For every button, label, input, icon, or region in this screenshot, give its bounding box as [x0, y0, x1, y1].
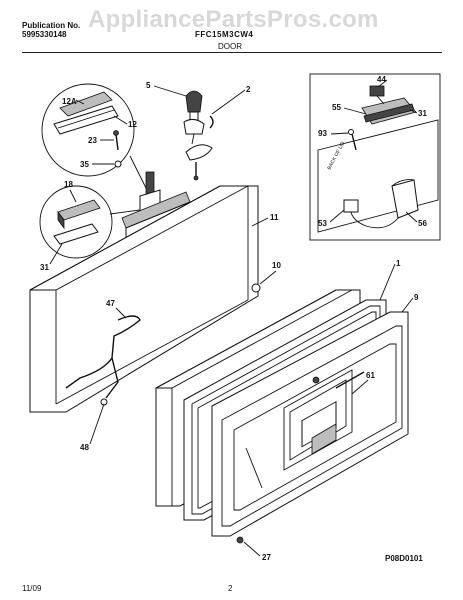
- liner-screw: [312, 376, 320, 384]
- liner-strip: [335, 371, 365, 389]
- hinge-clip: [209, 115, 214, 129]
- inset-frame: [309, 73, 441, 241]
- lid-stop: [57, 199, 101, 221]
- hinge-spring: [185, 144, 213, 161]
- hinge-cover-detail: 12A 12 23 35: [41, 83, 151, 197]
- callout-12: 12: [128, 120, 137, 129]
- detail-circle-upper: [41, 83, 135, 177]
- hinge-knob: [185, 90, 203, 113]
- heater-wire: [65, 315, 141, 389]
- callout-11: 11: [270, 213, 279, 222]
- detail-circle-lower: [39, 185, 113, 259]
- callout-93: 93: [318, 129, 327, 138]
- callout-5: 5: [146, 81, 151, 90]
- hinge-screw: [251, 283, 261, 293]
- lamp-lens: [311, 423, 337, 455]
- liner-recess: [283, 369, 353, 471]
- washer: [114, 160, 122, 168]
- callout-35: 35: [80, 160, 89, 169]
- callout-2: 2: [246, 85, 251, 94]
- callout-47: 47: [106, 299, 115, 308]
- lamp-bucket: [391, 179, 419, 219]
- gasket-pad: [53, 223, 99, 245]
- screw: [351, 133, 357, 151]
- callout-53: 53: [318, 219, 327, 228]
- callout-10: 10: [272, 261, 281, 270]
- section-title: DOOR: [218, 42, 242, 51]
- footer-page-number: 2: [228, 584, 233, 593]
- hinge-cover: [59, 91, 113, 117]
- model-number: FFC15M3CW4: [195, 30, 254, 39]
- lid-lock-inset: BACK OF LID 44 55 31 93 53 56: [309, 73, 441, 241]
- header-divider: [22, 52, 442, 53]
- callout-31: 31: [40, 263, 49, 272]
- hinge-pin: [115, 133, 119, 151]
- bottom-screw: [236, 536, 244, 544]
- lid-stop-detail: 18 31: [39, 180, 141, 272]
- callout-56: 56: [418, 219, 427, 228]
- watermark: AppliancePartsPros.com: [88, 6, 379, 33]
- callout-9: 9: [414, 293, 419, 302]
- inner-liner: 9 61 27: [211, 293, 419, 562]
- callout-44: 44: [377, 75, 386, 84]
- publication-label: Publication No.: [22, 21, 81, 30]
- back-of-lid-label: BACK OF LID: [326, 140, 346, 171]
- callout-1: 1: [396, 259, 401, 268]
- wire-harness: [349, 205, 399, 229]
- callout-18: 18: [64, 180, 73, 189]
- hinge-cover-plate: [53, 105, 119, 135]
- lid-outer-panel: 11 10 47 48: [29, 185, 281, 452]
- callout-27: 27: [262, 553, 271, 562]
- light-switch: [369, 85, 385, 97]
- diagram-code: P08D0101: [385, 554, 423, 563]
- callout-31-inset: 31: [418, 109, 427, 118]
- publication-number: 5995330148: [22, 30, 67, 39]
- hinge-body: [183, 118, 205, 135]
- back-of-lid-panel: [317, 119, 439, 233]
- callout-61: 61: [366, 371, 375, 380]
- hinge-hardware: 5 2: [146, 81, 251, 181]
- connector: [343, 199, 359, 213]
- callout-23: 23: [88, 136, 97, 145]
- callout-55: 55: [332, 103, 341, 112]
- light-lens: [363, 103, 415, 123]
- footer-date: 11/09: [22, 584, 42, 593]
- callout-12a: 12A: [62, 97, 77, 106]
- callout-48: 48: [80, 443, 89, 452]
